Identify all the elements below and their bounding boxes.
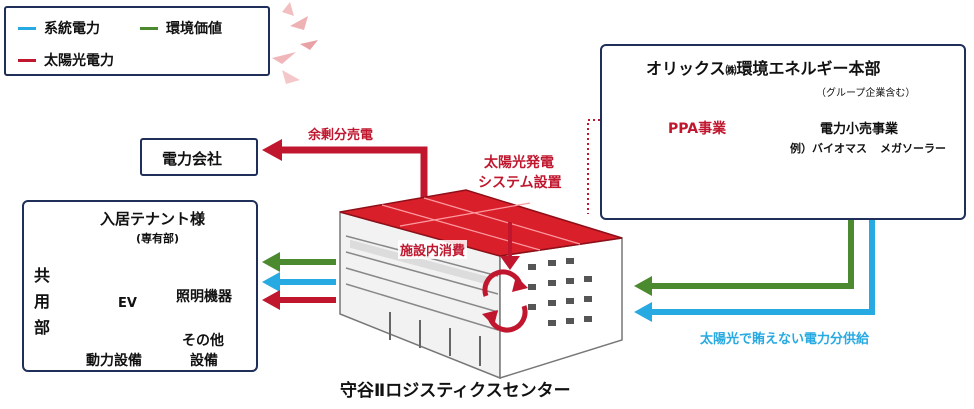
legend-item-grid: 系統電力 [18,18,100,38]
legend-label-grid: 系統電力 [44,21,100,37]
facility-name: 守谷Ⅱロジスティクスセンター [340,381,571,401]
power-company-box: 電力会社 [140,138,258,176]
legend-swatch-blue [18,26,36,30]
tenant-supply-arrows [262,252,336,310]
surplus-sale-arrow [262,139,428,215]
common-area-char-1: 共 [34,266,51,285]
orix-title-post: 環境エネルギー本部 [736,59,881,78]
surplus-sale-label: 余剰分売電 [308,128,374,143]
legend-swatch-green [140,26,158,30]
logistics-building [339,189,623,380]
common-area-char-3: 部 [34,318,51,337]
solar-install-label-2: システム設置 [478,175,562,191]
biomass-label: 例）バイオマス [790,142,867,155]
grid-supply-line [634,218,875,322]
legend-swatch-red [18,58,36,62]
legend-box: 系統電力 環境価値 太陽光電力 [4,6,270,76]
retail-business-label: 電力小売事業 [820,122,899,137]
ppa-business-label: PPA事業 [668,121,727,137]
legend-label-solar: 太陽光電力 [44,53,114,69]
orix-title-mark: ㈱ [725,64,737,77]
legend-label-env: 環境価値 [166,21,222,37]
tenant-title: 入居テナント様 [100,210,206,228]
consumption-cycle-icon [482,269,528,333]
power-equipment-label: 動力設備 [86,353,142,369]
orix-box [600,44,966,220]
env-value-supply-line [634,218,854,296]
legend-item-solar: 太陽光電力 [18,50,114,70]
power-company-label: 電力会社 [162,150,223,168]
legend-item-env: 環境価値 [140,18,222,38]
lighting-label: 照明機器 [176,289,232,305]
sun-icon [272,2,318,84]
ev-label: EV [118,296,137,311]
other-equipment-label-1: その他 [182,333,224,349]
tenant-subtitle: (専有部) [136,232,180,245]
orix-title-pre: オリックス [646,59,726,78]
solar-install-label-1: 太陽光発電 [484,155,554,171]
tenant-box [22,200,258,372]
mega-solar-label: メガソーラー [880,142,946,155]
orix-title: オリックス㈱環境エネルギー本部 [646,55,881,79]
onsite-consumption-label: 施設内消費 [398,240,468,259]
other-equipment-label-2: 設備 [190,353,218,369]
ppa-link-dotted [587,119,640,214]
common-area-char-2: 用 [34,292,51,311]
orix-group-note: （グループ企業含む） [816,88,916,99]
supply-shortfall-label: 太陽光で賄えない電力分供給 [700,332,870,347]
